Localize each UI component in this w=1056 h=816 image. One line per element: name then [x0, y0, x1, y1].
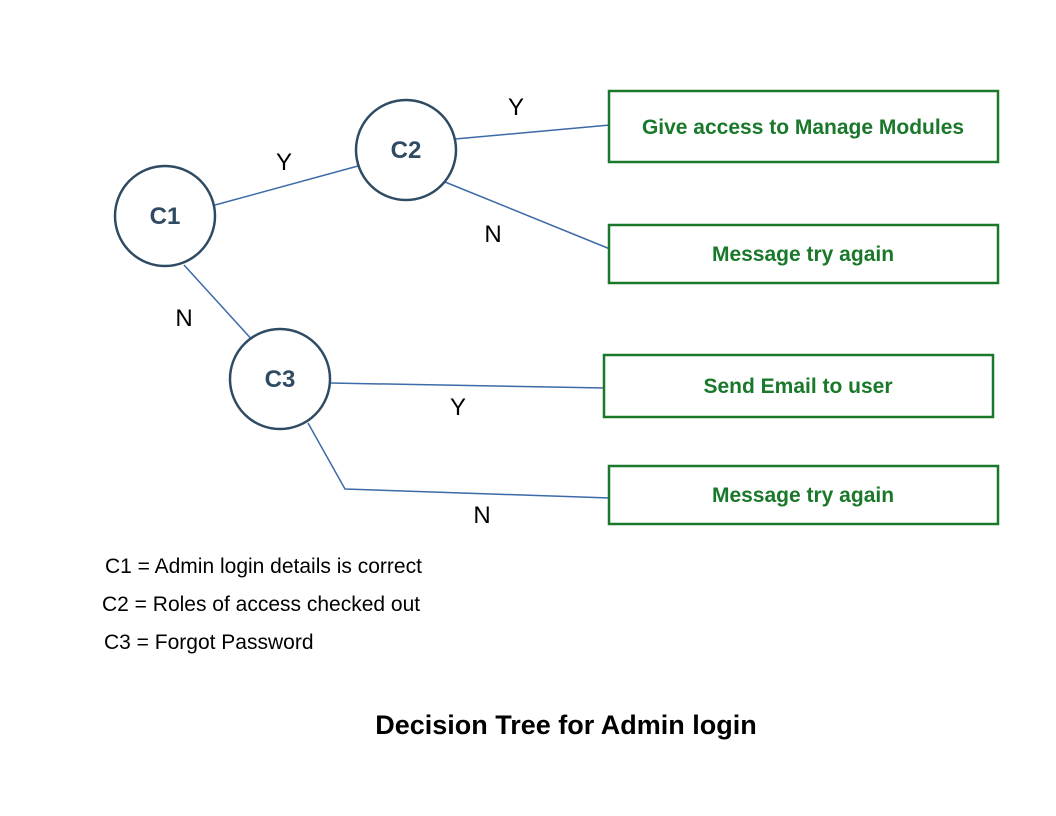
outcome-email-box [602, 353, 995, 419]
edge-label-c2-access: Y [508, 94, 524, 121]
node-c2-circle [354, 98, 458, 202]
outcome-retry-2: Message try again [607, 464, 1000, 526]
edge-c1-c3 [183, 264, 256, 344]
edge-c2-access [454, 124, 611, 140]
outcome-retry-1-box [607, 223, 1000, 285]
node-c3-circle [228, 327, 332, 431]
legend-item-c3: C3 = Forgot Password [104, 631, 314, 654]
edge-c1-c2 [214, 165, 359, 206]
edge-label-c1-c3: N [175, 305, 192, 332]
edge-label-c3-retry: N [473, 502, 490, 529]
node-c3: C3 [228, 327, 332, 431]
outcome-retry-2-box [607, 464, 1000, 526]
edge-c2-retry [444, 181, 611, 250]
node-c2: C2 [354, 98, 458, 202]
edge-c3-email [329, 382, 606, 389]
node-c3-label: C3 [265, 366, 296, 393]
outcome-retry-1-label: Message try again [712, 243, 894, 266]
edge-label-c2-retry: N [484, 221, 501, 248]
outcome-retry-2-label: Message try again [712, 484, 894, 507]
node-c1-label: C1 [150, 203, 181, 230]
edge-c3-retry [307, 422, 611, 499]
outcome-access-label: Give access to Manage Modules [642, 116, 964, 139]
node-c1: C1 [113, 164, 217, 268]
legend-item-c1: C1 = Admin login details is correct [105, 555, 422, 578]
edge-label-c3-email: Y [450, 394, 466, 421]
outcome-access: Give access to Manage Modules [607, 89, 1000, 164]
legend-item-c2: C2 = Roles of access checked out [102, 593, 421, 616]
edge-label-c1-c2: Y [276, 149, 292, 176]
node-c1-circle [113, 164, 217, 268]
outcome-access-box [607, 89, 1000, 164]
diagram-title: Decision Tree for Admin login [375, 710, 757, 740]
node-c2-label: C2 [391, 137, 422, 164]
outcome-email-label: Send Email to user [703, 375, 892, 398]
outcome-email: Send Email to user [602, 353, 995, 419]
outcome-retry-1: Message try again [607, 223, 1000, 285]
